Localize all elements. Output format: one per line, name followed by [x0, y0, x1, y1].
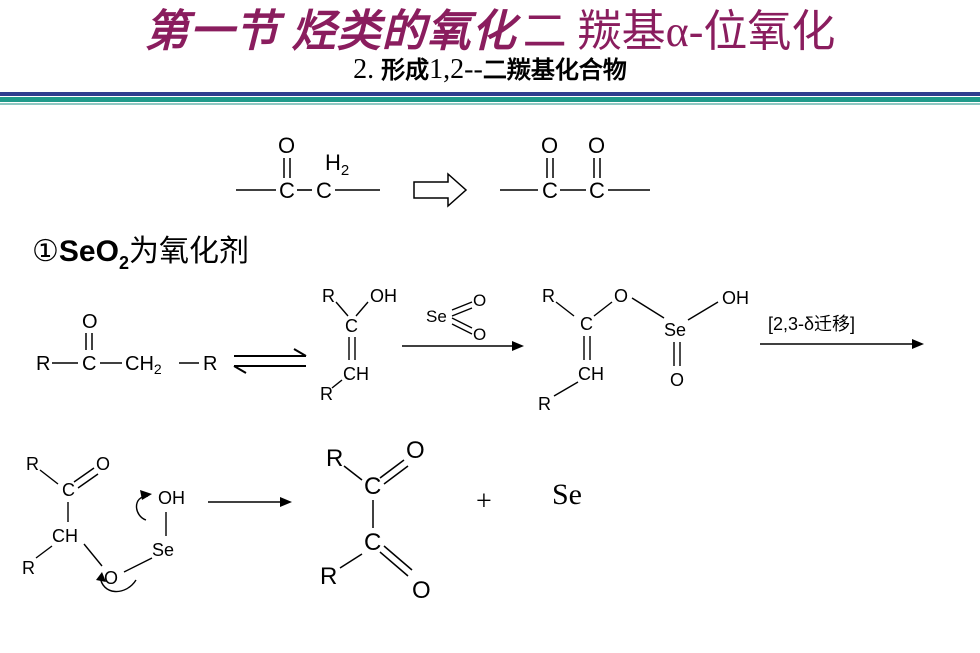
header-rule-teal	[0, 97, 980, 102]
ts-oh: OH	[158, 488, 185, 508]
circled-number: ①	[32, 235, 59, 268]
seo2-o1: O	[473, 291, 486, 310]
dione-o1: O	[406, 437, 425, 464]
header-rule-light	[0, 103, 980, 105]
section-heading-rest: 为氧化剂	[128, 235, 249, 268]
migration-label: [2,3-δ迁移]	[768, 314, 855, 334]
dione-r-top: R	[326, 445, 343, 472]
seo2-se: Se	[426, 307, 447, 326]
subtitle-number: 2.	[353, 54, 375, 85]
top-open-arrow	[413, 172, 468, 208]
top-product-o1: O	[541, 133, 558, 158]
ts-r-bottom: R	[22, 558, 35, 578]
subtitle-text-1: 形成	[381, 56, 430, 84]
ketone-o: O	[82, 311, 98, 333]
dione-o2: O	[412, 577, 431, 604]
ts-o-carbonyl: O	[96, 454, 110, 474]
scheme-middle: R C O CH2 R R OH C CH R	[36, 286, 924, 414]
top-product-c2: C	[589, 178, 605, 203]
selenium-product: Se	[552, 478, 582, 511]
seo2-o2: O	[473, 325, 486, 344]
dione-r-bottom: R	[320, 563, 337, 590]
dione-c1: C	[364, 473, 381, 500]
plus-sign: +	[476, 486, 492, 517]
ketone-c: C	[82, 353, 96, 375]
top-reactant-c1: C	[279, 178, 295, 203]
scheme-top: C O C H2 C O C O	[236, 133, 650, 208]
section-heading: ①SeO2为氧化剂	[32, 226, 249, 274]
ketone-ch2: CH2	[125, 353, 162, 377]
enol-oh: OH	[370, 286, 397, 306]
scheme-bottom: R C O CH R O Se OH R	[22, 437, 582, 604]
enol-ch: CH	[343, 364, 369, 384]
ketone-r1: R	[36, 353, 50, 375]
enol-r-bottom: R	[320, 384, 333, 404]
ester-oh: OH	[722, 288, 749, 308]
ts-se: Se	[152, 540, 174, 560]
ester-r-top: R	[542, 286, 555, 306]
enol-r-top: R	[322, 286, 335, 306]
ester-ch: CH	[578, 364, 604, 384]
top-product-c1: C	[542, 178, 558, 203]
top-product-o2: O	[588, 133, 605, 158]
top-reactant-h: H2	[325, 150, 349, 179]
slide-title: 第一节 烃类的氧化二 羰基α-位氧化	[0, 8, 980, 56]
subtitle-text-2: 1,2--	[429, 54, 483, 85]
reagent-formula: SeO	[58, 235, 119, 268]
dione-c2: C	[364, 529, 381, 556]
top-reactant-c2: C	[316, 178, 332, 203]
reagent-subscript: 2	[118, 253, 129, 273]
ester-o: O	[614, 286, 628, 306]
ester-se: Se	[664, 320, 686, 340]
header-rule-dark	[0, 92, 980, 96]
ts-ch: CH	[52, 526, 78, 546]
ketone-r2: R	[203, 353, 217, 375]
top-reactant-o: O	[278, 133, 295, 158]
ts-o-ether: O	[104, 568, 118, 588]
subtitle-text-3: 二羰基化合物	[482, 56, 627, 84]
ester-c: C	[580, 314, 593, 334]
ester-se-o: O	[670, 370, 684, 390]
ts-r-top: R	[26, 454, 39, 474]
ts-c: C	[62, 480, 75, 500]
title-topic: 二 羰基α-位氧化	[522, 7, 836, 56]
slide-subtitle: 2. 形成1,2--二羰基化合物	[0, 54, 980, 86]
title-chapter: 第一节 烃类的氧化	[144, 7, 517, 56]
ester-r-bottom: R	[538, 394, 551, 414]
enol-c: C	[345, 316, 358, 336]
